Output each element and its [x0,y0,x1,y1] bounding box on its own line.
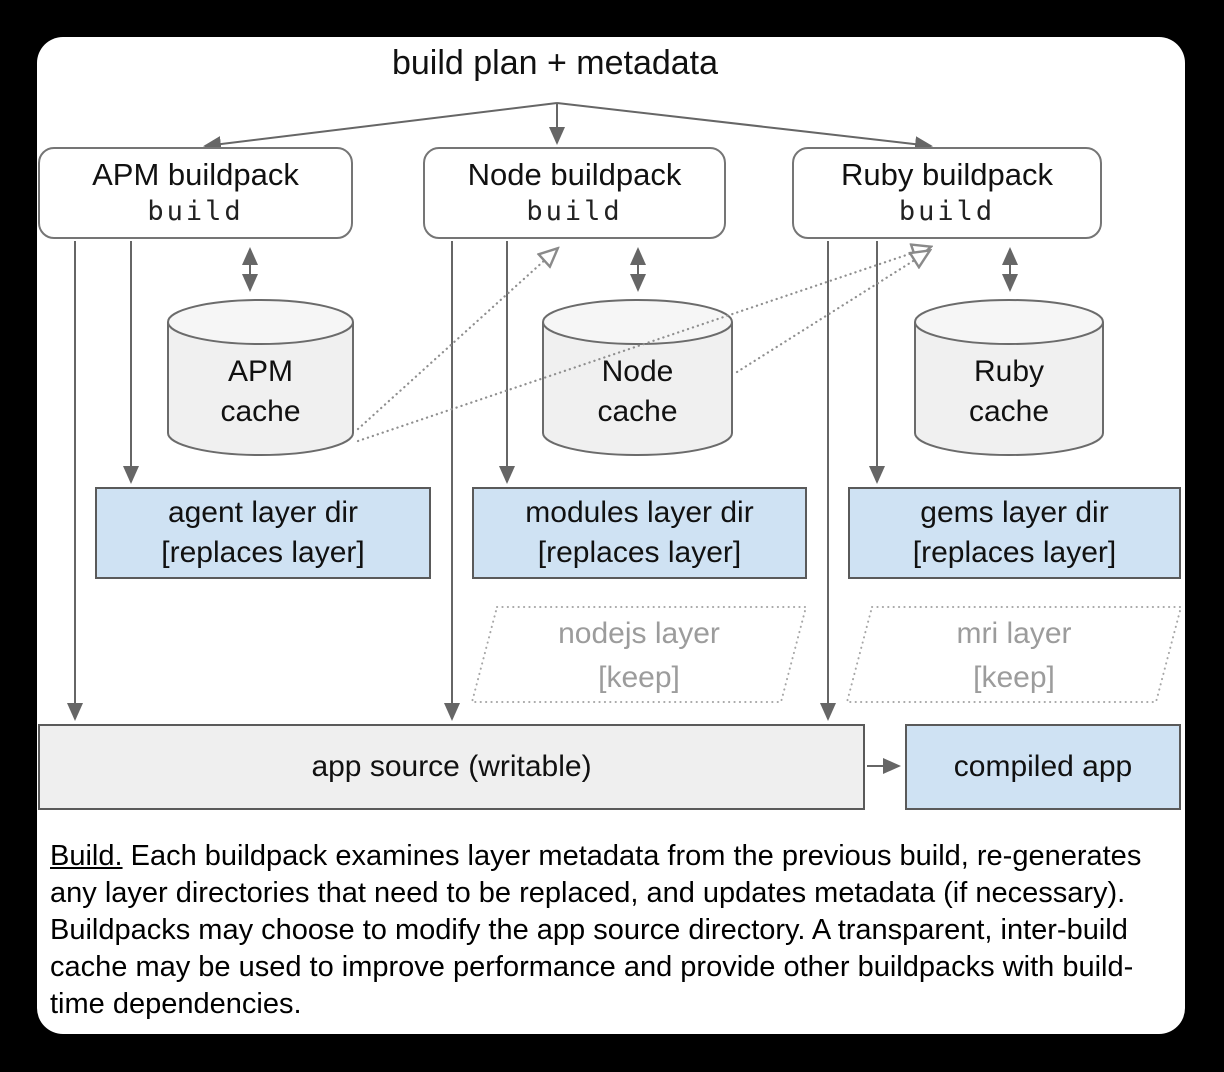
gems-layer-dir-note: [replaces layer] [912,536,1117,569]
node-buildpack-box: Node buildpack build [423,147,726,239]
cache-cylinders [167,299,1104,456]
nodejs-layer-line2: [keep] [598,661,680,694]
modules-layer-dir-note: [replaces layer] [537,536,742,569]
node-buildpack-name: Node buildpack [467,157,682,192]
compiled-app-box: compiled app [905,724,1181,810]
node-cache-label: Node cache [543,352,732,432]
modules-layer-dir-box: modules layer dir [replaces layer] [472,487,807,579]
app-source-box: app source (writable) [38,724,865,810]
build-plan-fan-arrows [203,102,933,153]
apm-buildpack-box: APM buildpack build [38,147,353,239]
modules-layer-dir-label: modules layer dir [525,496,754,529]
agent-layer-dir-note: [replaces layer] [161,536,365,569]
nodejs-layer-line1: nodejs layer [558,617,720,650]
diagram-title: build plan + metadata [391,44,719,82]
node-cache-line2: cache [597,395,678,428]
ruby-buildpack-phase: build [898,196,996,227]
caption-lead: Build. [50,840,123,872]
gems-layer-dir-box: gems layer dir [replaces layer] [848,487,1181,579]
agent-layer-dir-label: agent layer dir [167,496,359,529]
mri-layer-label: mri layer [keep] [864,612,1164,700]
ruby-buildpack-name: Ruby buildpack [841,157,1053,192]
node-cache-line1: Node [601,355,674,388]
mri-layer-line2: [keep] [973,661,1055,694]
ruby-cache-label: Ruby cache [915,352,1103,432]
apm-cache-line2: cache [220,395,301,428]
app-source-label: app source (writable) [311,750,592,783]
apm-buildpack-phase: build [147,196,244,227]
compiled-app-label: compiled app [953,750,1133,783]
caption-paragraph: Build. Each buildpack examines layer met… [50,838,1170,1023]
ruby-cache-line2: cache [968,395,1050,428]
apm-buildpack-name: APM buildpack [92,157,299,192]
nodejs-layer-label: nodejs layer [keep] [489,612,789,700]
apm-cache-label: APM cache [168,352,353,432]
apm-cache-line1: APM [227,355,293,388]
inter-build-cache-arrows [356,247,930,443]
ruby-cache-line1: Ruby [973,355,1045,388]
cache-double-arrows [242,247,1018,292]
agent-layer-dir-box: agent layer dir [replaces layer] [95,487,431,579]
mri-layer-line1: mri layer [956,617,1072,650]
drop-arrows [67,241,901,774]
node-buildpack-phase: build [526,196,623,227]
caption-body: Each buildpack examines layer metadata f… [50,840,1142,1020]
ruby-buildpack-box: Ruby buildpack build [792,147,1102,239]
kept-layer-outlines [470,606,1183,703]
gems-layer-dir-label: gems layer dir [920,496,1109,529]
